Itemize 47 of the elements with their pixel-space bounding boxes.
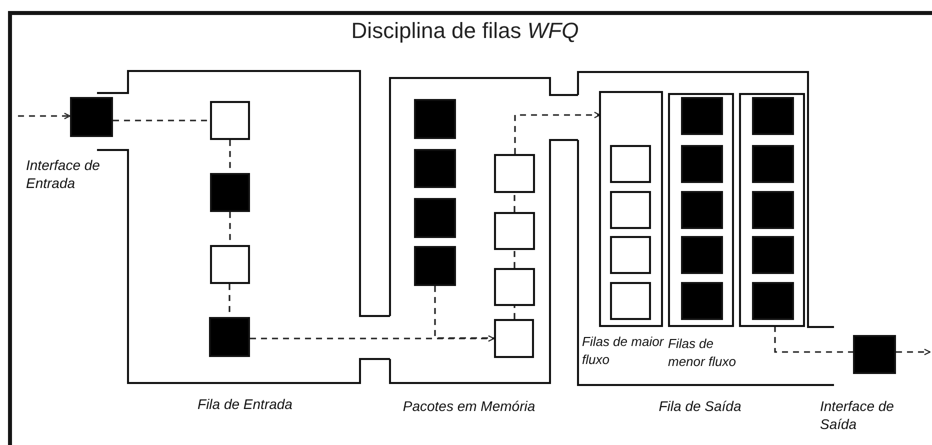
dashed-connector: [514, 306, 516, 319]
dashed-arrow: [896, 348, 931, 356]
packet-square: [752, 191, 794, 229]
queue-column: [740, 94, 804, 326]
packet-square: [494, 268, 535, 306]
queue-label: Fila de Saída: [658, 397, 742, 416]
packet-square: [70, 97, 113, 137]
packet-square: [210, 173, 250, 212]
packet-square: [752, 97, 794, 135]
packet-square: [610, 145, 651, 183]
queue-label: Filas de maior fluxo: [582, 333, 665, 369]
packet-square: [414, 198, 456, 238]
packet-square: [414, 149, 456, 188]
packet-square: [414, 99, 456, 139]
packet-square: [494, 319, 534, 358]
packet-square: [210, 245, 250, 284]
packet-square: [209, 317, 250, 357]
packet-square: [681, 97, 723, 135]
diagram-title: Disciplina de filas WFQ: [350, 18, 580, 45]
packet-square: [414, 246, 456, 286]
packet-square: [853, 335, 896, 374]
packet-square: [610, 191, 651, 229]
dashed-connector: [774, 326, 853, 353]
packet-square: [494, 212, 535, 250]
queue-label: Pacotes em Memória: [402, 397, 536, 416]
packet-square: [752, 236, 794, 274]
dashed-arrow: [250, 335, 495, 342]
packet-square: [494, 154, 535, 193]
packet-square: [681, 236, 723, 274]
packet-square: [752, 282, 794, 320]
dashed-arrow: [18, 112, 71, 120]
packet-square: [681, 191, 723, 229]
packet-square: [681, 282, 723, 320]
queue-label: Filas de menor fluxo: [668, 335, 737, 371]
packet-square: [681, 145, 723, 183]
dashed-connector: [514, 193, 516, 212]
queue-label: Fila de Entrada: [196, 395, 294, 414]
packet-square: [610, 236, 651, 274]
packet-square: [752, 145, 794, 183]
dashed-connector: [514, 250, 516, 268]
dashed-connector: [434, 286, 494, 339]
interface-caption: Interface de Entrada: [26, 156, 101, 193]
dashed-connector: [113, 120, 210, 122]
packet-square: [610, 282, 651, 320]
dashed-arrow: [514, 112, 601, 154]
interface-caption: Interface de Saída: [820, 397, 895, 434]
packet-square: [210, 101, 250, 140]
